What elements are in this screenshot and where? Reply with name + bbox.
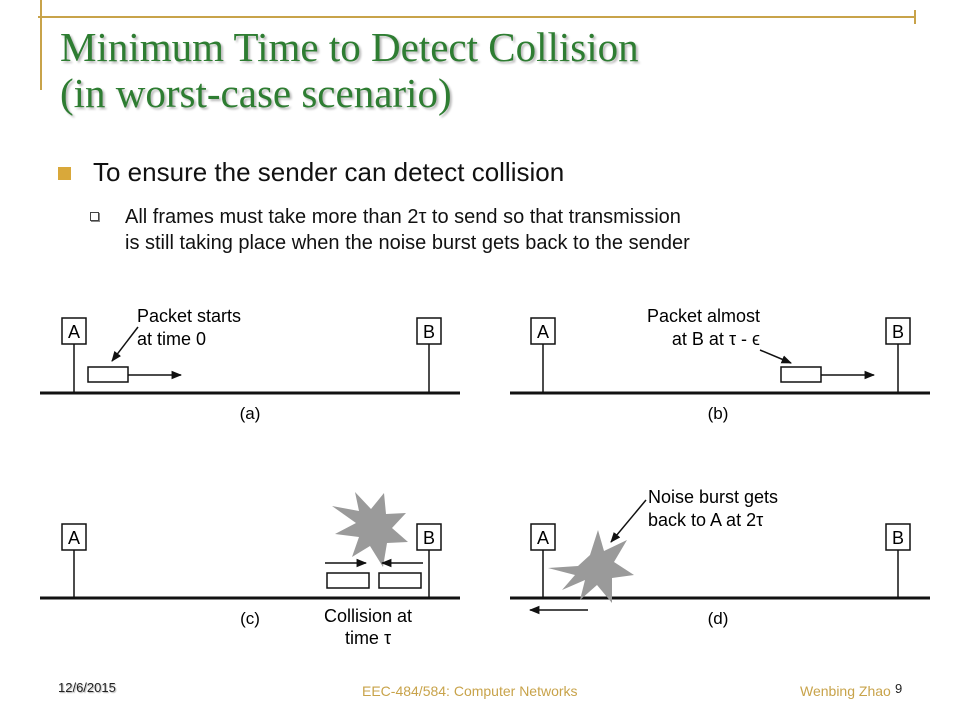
panel-d-note-line1: Noise burst gets	[648, 487, 778, 507]
station-b: B	[885, 317, 911, 393]
station-a-label: A	[537, 528, 549, 548]
station-b: B	[885, 523, 911, 598]
footer-course: EEC-484/584: Computer Networks	[362, 683, 578, 699]
panel-a: A B Packet starts at time 0 (a)	[40, 306, 460, 423]
footer-date: 12/6/2015	[58, 680, 116, 695]
station-b: B	[416, 523, 442, 598]
station-b-label: B	[423, 322, 435, 342]
slide-title: Minimum Time to Detect Collision (in wor…	[60, 24, 920, 116]
station-b-label: B	[423, 528, 435, 548]
panel-d-note-line2: back to A at 2τ	[648, 510, 763, 530]
station-b-label: B	[892, 322, 904, 342]
packet-from-a	[326, 572, 370, 589]
callout-arrow	[759, 349, 792, 364]
station-a: A	[61, 523, 87, 598]
hollow-square-bullet-icon	[90, 212, 99, 221]
title-rule-vertical	[40, 0, 42, 90]
panel-d: A B Noise burst gets back to A at 2τ (d)	[510, 487, 930, 628]
packet	[780, 366, 822, 383]
panel-a-label: (a)	[240, 404, 261, 423]
panel-b-note-line2: at B at τ - ϵ	[672, 329, 760, 349]
noise-burst-icon	[332, 492, 408, 567]
panel-c-note-line1: Collision at	[324, 606, 412, 626]
bullet-sub-line2: is still taking place when the noise bur…	[125, 232, 690, 254]
noise-burst-icon	[548, 530, 634, 603]
callout-arrow	[610, 499, 647, 543]
station-a: A	[61, 317, 87, 393]
title-rule-horizontal	[38, 16, 916, 18]
slide-title-line1: Minimum Time to Detect Collision	[60, 24, 639, 70]
panel-b: A B Packet almost at B at τ - ϵ (b)	[510, 306, 930, 423]
footer-page-number: 9	[895, 681, 903, 696]
panel-c: A B Collision at time τ (c)	[40, 492, 460, 648]
bullet-sub-line1: All frames must take more than 2τ to sen…	[125, 206, 681, 228]
panel-d-label: (d)	[708, 609, 729, 628]
panel-a-note-line1: Packet starts	[137, 306, 241, 326]
station-a: A	[530, 523, 556, 598]
panel-c-note-line2: time τ	[345, 628, 391, 648]
panel-b-label: (b)	[708, 404, 729, 423]
square-bullet-icon	[58, 167, 71, 180]
station-a-label: A	[68, 322, 80, 342]
footer-author: Wenbing Zhao	[800, 683, 891, 699]
station-a-label: A	[537, 322, 549, 342]
slide-title-line2: (in worst-case scenario)	[60, 70, 452, 116]
packet	[87, 366, 129, 383]
bullet-main-text: To ensure the sender can detect collisio…	[93, 157, 565, 187]
title-rule-tick	[914, 10, 916, 24]
callout-arrow	[111, 326, 139, 362]
packet-from-b	[378, 572, 422, 589]
station-b-label: B	[892, 528, 904, 548]
panel-b-note-line1: Packet almost	[647, 306, 760, 326]
panel-c-label: (c)	[240, 609, 260, 628]
station-a-label: A	[68, 528, 80, 548]
panel-a-note-line2: at time 0	[137, 329, 206, 349]
station-a: A	[530, 317, 556, 393]
station-b: B	[416, 317, 442, 393]
